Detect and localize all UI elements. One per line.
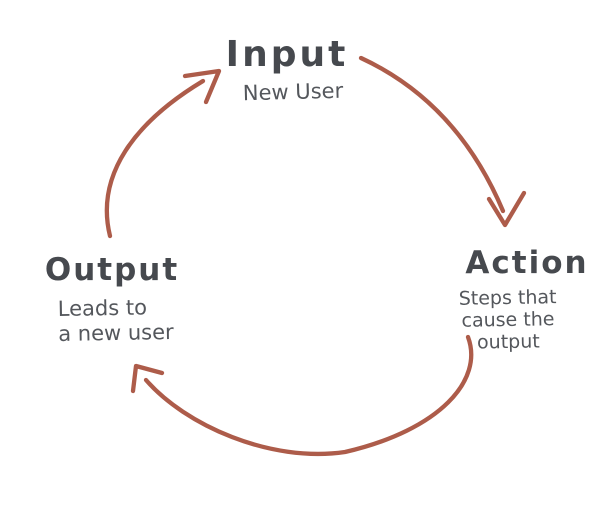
node-input-subtitle-line: New User <box>242 78 344 106</box>
node-output-title: Output <box>44 252 180 288</box>
node-action-title: Action <box>465 245 589 281</box>
arrow-action-to-output <box>143 334 474 457</box>
node-output-subtitle-line: a new user <box>58 319 174 347</box>
node-action-subtitle: Steps that cause the output <box>459 286 558 354</box>
node-action-subtitle-line: Steps that <box>458 286 557 310</box>
node-output-subtitle-line: Leads to <box>57 295 148 322</box>
arrow-output-to-input <box>104 78 206 239</box>
node-input-title: Input <box>225 34 349 75</box>
arrowhead-output-to-input-icon <box>182 68 222 105</box>
arrowhead-action-to-output-icon <box>130 363 165 394</box>
node-action-subtitle-line: output <box>476 330 540 354</box>
arrowhead-input-to-action-icon <box>486 190 527 228</box>
node-input-subtitle: New User <box>243 79 344 106</box>
node-output-subtitle: Leads to a new user <box>58 295 174 347</box>
arrow-input-to-action <box>358 55 506 214</box>
node-action-subtitle-line: cause the <box>461 308 555 332</box>
